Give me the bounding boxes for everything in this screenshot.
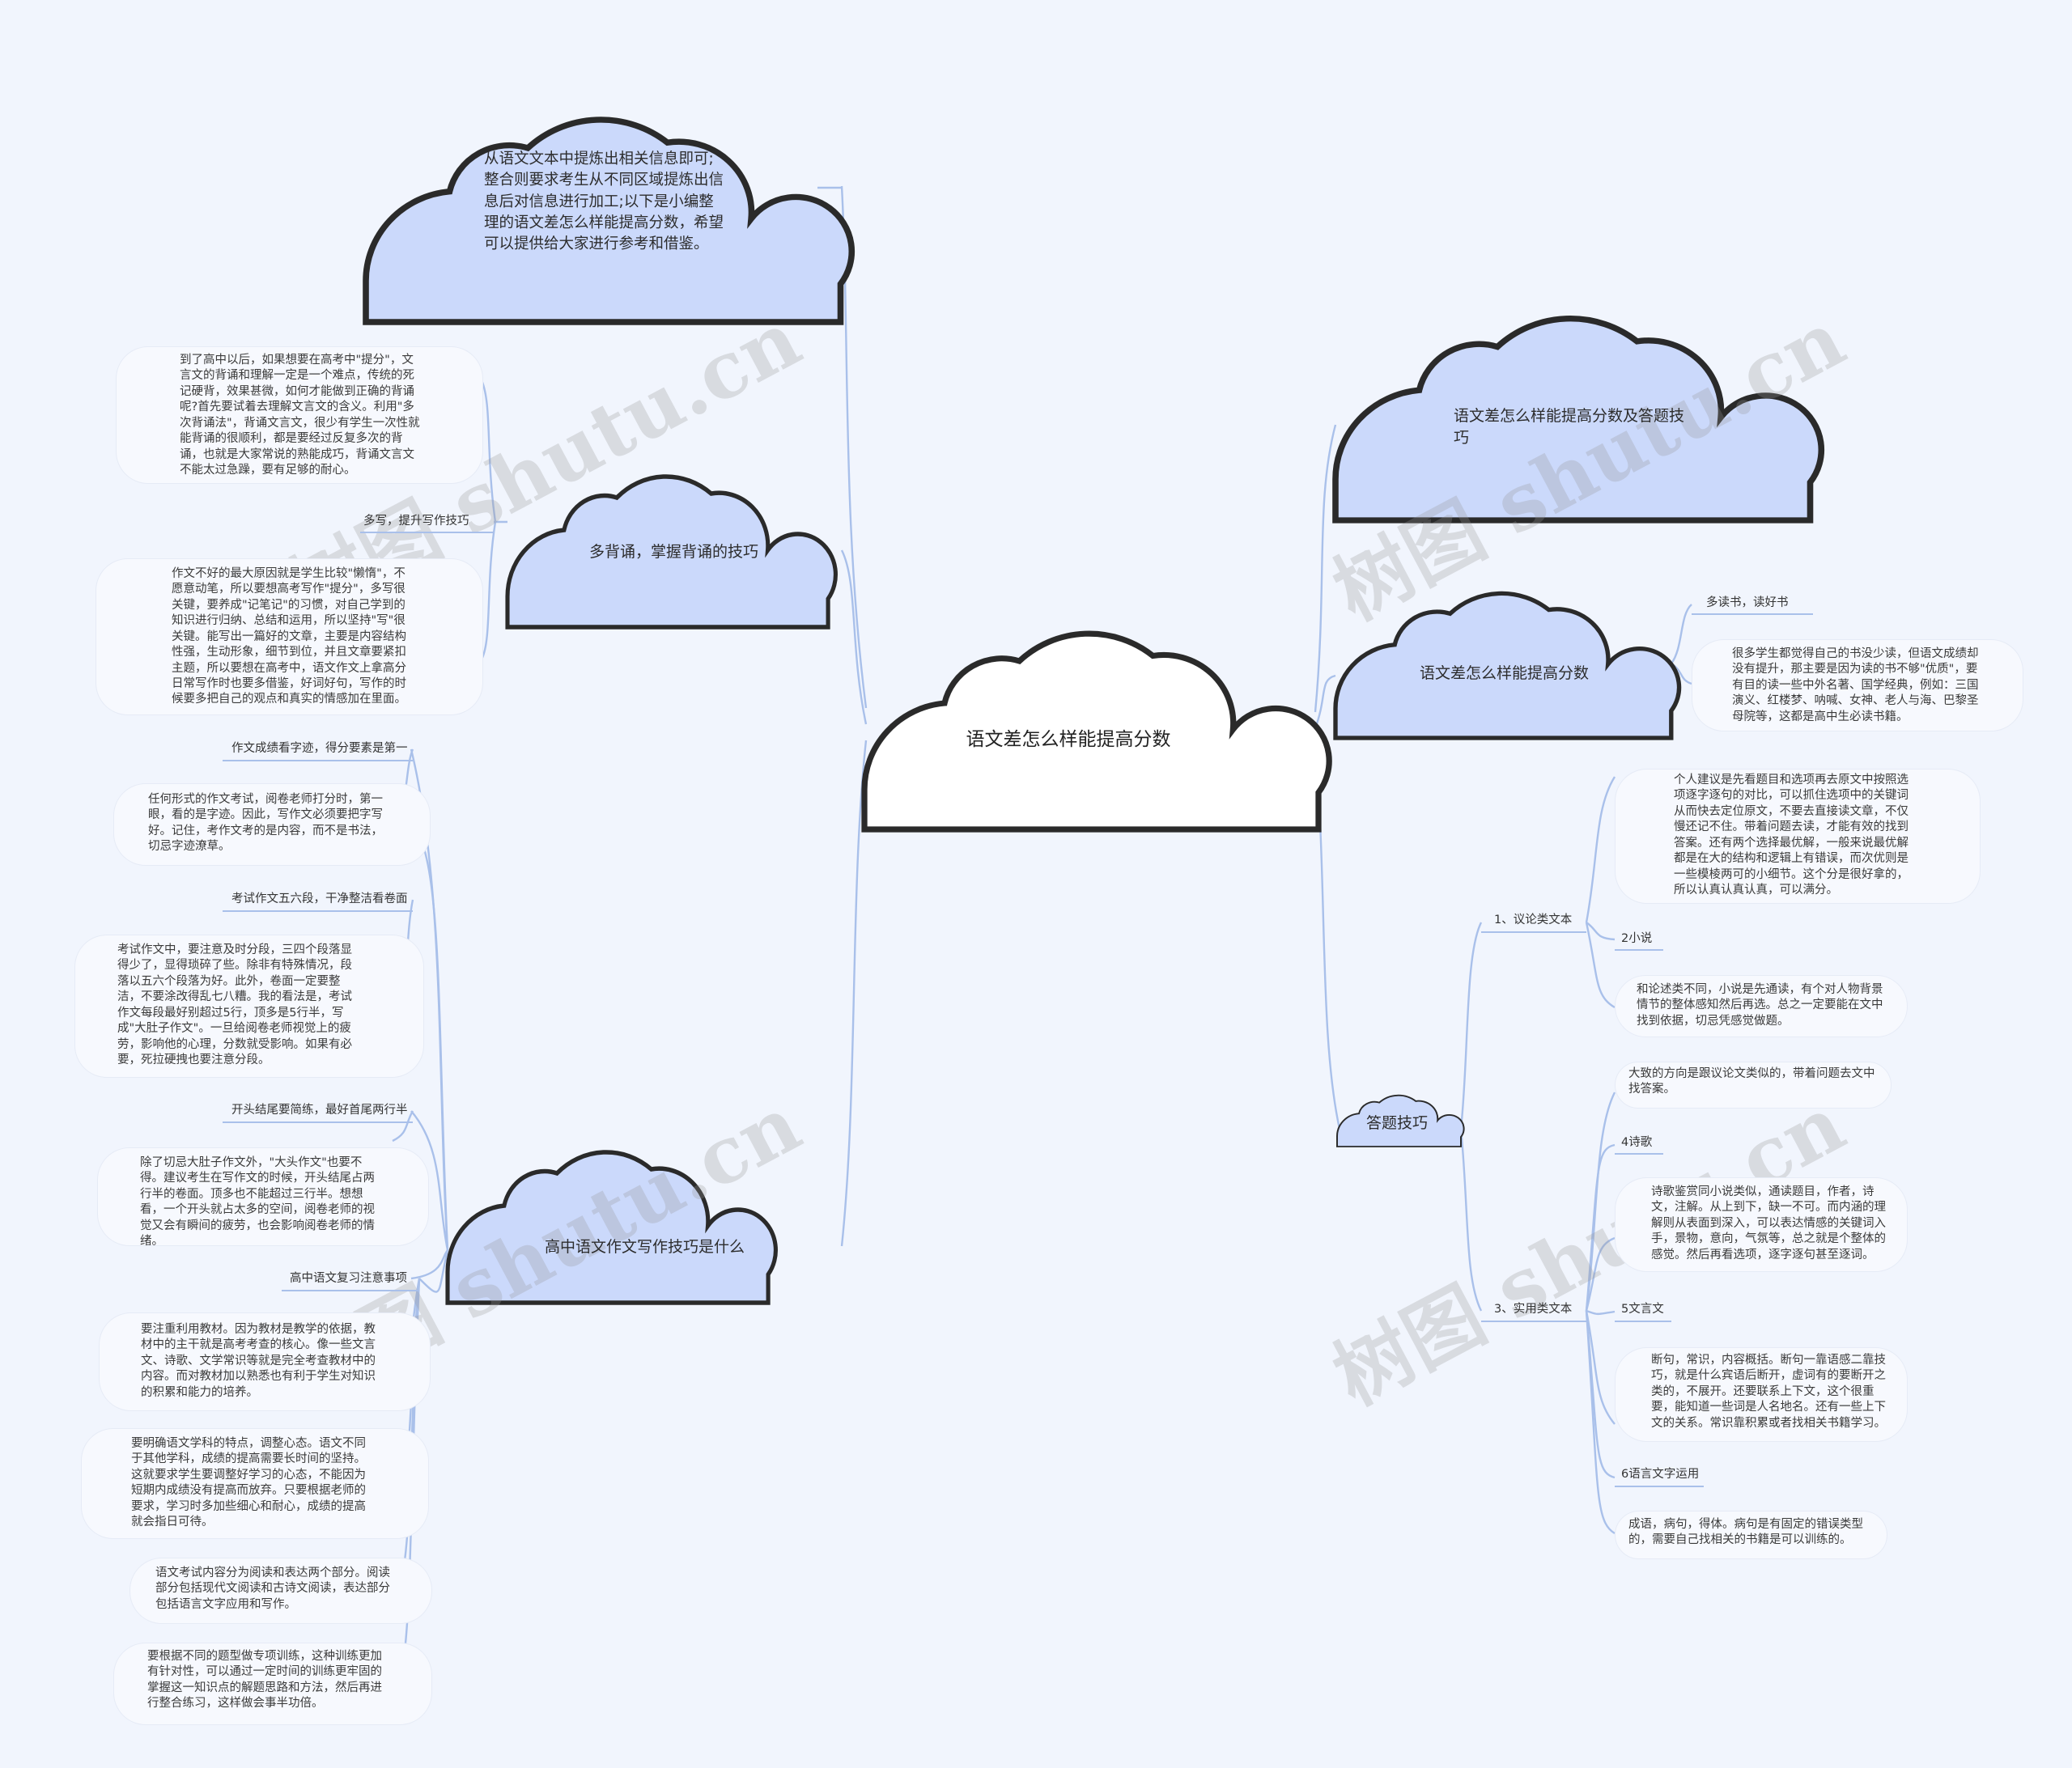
language-note-bubble: [1615, 1511, 1887, 1559]
score-sub-underline: [1692, 613, 1813, 615]
recite-sub-label[interactable]: 多写，提升写作技巧: [363, 515, 469, 528]
root-node-label[interactable]: 语文差怎么样能提高分数: [966, 729, 1171, 750]
review-note-1[interactable]: 要注重利用教材。因为教材是教学的依据，教材中的主干就是高考考查的核心。像一些文言…: [141, 1323, 376, 1399]
novel-label[interactable]: 2小说: [1621, 932, 1653, 945]
classical-note[interactable]: 断句，常识，内容概括。断句一靠语感二靠技巧，就是什么宾语后断开，虚词有的要断开之…: [1651, 1354, 1886, 1430]
poem-label[interactable]: 4诗歌: [1621, 1136, 1653, 1149]
argument-note[interactable]: 个人建议是先看题目和选项再去原文中按照选项逐字逐句的对比，可以抓住选项中的关键词…: [1674, 774, 1909, 897]
writing-label[interactable]: 高中语文作文写作技巧是什么: [545, 1238, 745, 1256]
intro-text[interactable]: 从语文文本中提炼出相关信息即可;整合则要求考生从不同区域提炼出信息后对信息进行加…: [484, 151, 724, 253]
classical-label[interactable]: 5文言文: [1621, 1303, 1664, 1316]
recite-note-top-bubble: [116, 346, 483, 484]
score-sub-label[interactable]: 多读书，读好书: [1706, 596, 1789, 609]
novel-note-bubble: [1615, 975, 1908, 1037]
language-label[interactable]: 6语言文字运用: [1621, 1468, 1700, 1481]
practical-underline: [1481, 1321, 1586, 1322]
title-cloud-label[interactable]: 语文差怎么样能提高分数及答题技巧: [1454, 407, 1685, 447]
recite-label[interactable]: 多背诵，掌握背诵的技巧: [589, 543, 759, 561]
classical-underline: [1615, 1321, 1671, 1322]
writing-item-1-label[interactable]: 作文成绩看字迹，得分要素是第一: [231, 742, 408, 755]
review-note-2-bubble: [81, 1428, 429, 1539]
writing-item-1-underline: [223, 760, 413, 761]
review-note-3-bubble: [130, 1558, 432, 1624]
recite-note-top[interactable]: 到了高中以后，如果想要在高考中"提分"，文言文的背诵和理解一定是一个难点，传统的…: [180, 354, 420, 477]
recite-note-bottom[interactable]: 作文不好的最大原因就是学生比较"懒惰"，不愿意动笔，所以要想高考写作"提分"，多…: [172, 567, 406, 706]
novel-note[interactable]: 和论述类不同，小说是先通读，有个对人物背景情节的整体感知然后再选。总之一定要能在…: [1637, 983, 1883, 1028]
skills-label[interactable]: 答题技巧: [1366, 1114, 1429, 1132]
writing-item-4-label[interactable]: 高中语文复习注意事项: [290, 1272, 407, 1285]
review-note-4[interactable]: 要根据不同的题型做专项训练，这种训练更加有针对性，可以通过一定时间的训练更牢固的…: [147, 1650, 382, 1711]
argument-label[interactable]: 1、议论类文本: [1494, 914, 1573, 926]
argument-underline: [1481, 931, 1586, 933]
score-note-bubble: [1692, 639, 2023, 731]
writing-item-2-note-bubble: [74, 935, 424, 1078]
review-note-4-bubble: [113, 1643, 432, 1725]
novel-underline: [1615, 949, 1663, 951]
score-note[interactable]: 很多学生都觉得自己的书没少读，但语文成绩却没有提升，那主要是因为读的书不够"优质…: [1732, 647, 1979, 723]
writing-item-3-note[interactable]: 除了切忌大肚子作文外，"大头作文"也要不得。建议考生在写作文的时候，开头结尾占两…: [140, 1156, 375, 1249]
poem-underline: [1615, 1153, 1663, 1155]
writing-item-2-note[interactable]: 考试作文中，要注意及时分段，三四个段落显得少了，显得琐碎了些。除非有特殊情况，段…: [117, 943, 352, 1066]
review-note-1-bubble: [99, 1312, 431, 1411]
practical-label[interactable]: 3、实用类文本: [1494, 1303, 1573, 1316]
argument-note-bubble: [1615, 769, 1981, 904]
writing-item-3-note-bubble: [97, 1147, 429, 1246]
practical-note-bubble: [1615, 1062, 1892, 1109]
writing-item-3-label[interactable]: 开头结尾要简练，最好首尾两行半: [231, 1104, 408, 1117]
recite-sub-underline: [360, 532, 494, 533]
language-note[interactable]: 成语，病句，得体。病句是有固定的错误类型的，需要自己找相关的书籍是可以训练的。: [1628, 1518, 1863, 1547]
practical-note[interactable]: 大致的方向是跟议论文类似的，带着问题去文中找答案。: [1628, 1067, 1875, 1096]
writing-item-1-note[interactable]: 任何形式的作文考试，阅卷老师打分时，第一眼，看的是字迹。因此，写作文必须要把字写…: [148, 793, 383, 854]
cloud-writing: [448, 1152, 775, 1303]
writing-item-2-label[interactable]: 考试作文五六段，干净整洁看卷面: [231, 892, 408, 905]
writing-item-4-underline: [282, 1290, 419, 1291]
writing-item-2-underline: [223, 910, 413, 912]
poem-note-bubble: [1615, 1177, 1908, 1272]
review-note-3[interactable]: 语文考试内容分为阅读和表达两个部分。阅读部分包括现代文阅读和古诗文阅读，表达部分…: [155, 1567, 390, 1611]
writing-item-1-note-bubble: [113, 783, 431, 866]
poem-note[interactable]: 诗歌鉴赏同小说类似，通读题目，作者，诗文，注解。从上到下，缺一不可。而内涵的理解…: [1651, 1185, 1886, 1261]
review-note-2[interactable]: 要明确语文学科的特点，调整心态。语文不同于其他学科，成绩的提高需要长时间的坚持。…: [131, 1437, 366, 1529]
score-label[interactable]: 语文差怎么样能提高分数: [1420, 664, 1590, 682]
recite-note-bottom-bubble: [96, 558, 483, 715]
language-underline: [1615, 1486, 1704, 1487]
classical-note-bubble: [1615, 1347, 1908, 1442]
writing-item-3-underline: [223, 1121, 413, 1123]
